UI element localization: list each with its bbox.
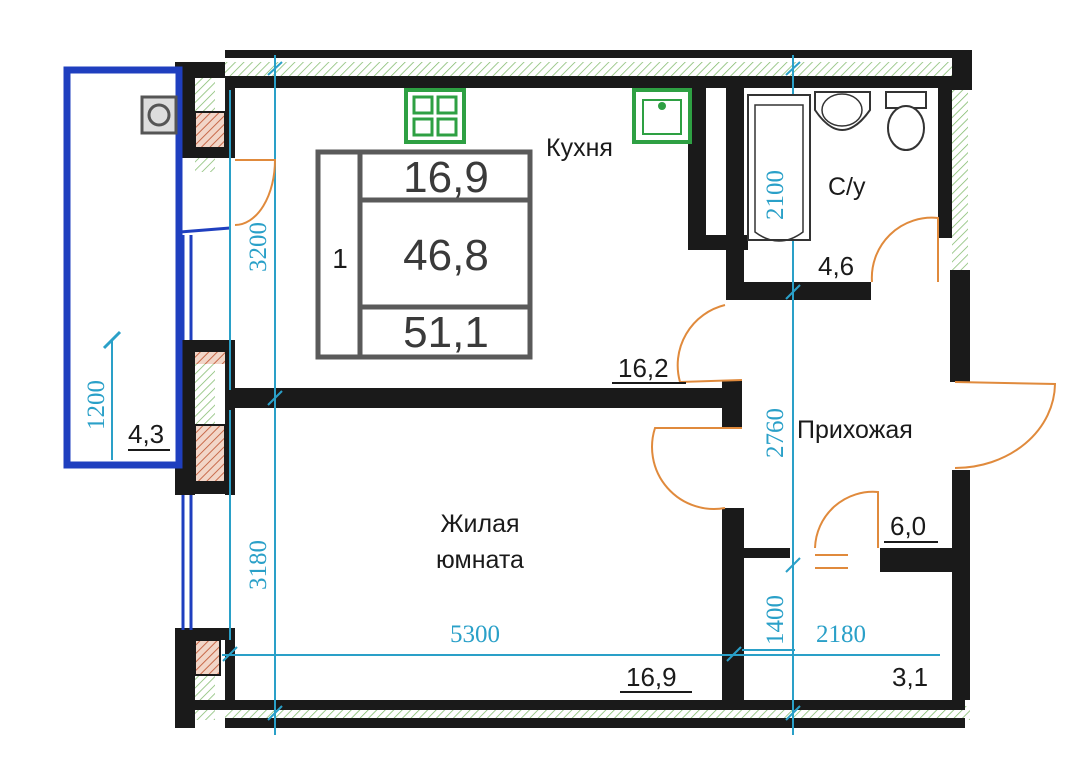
dim-living-depth: 3180: [245, 540, 272, 590]
room-kitchen-label: Кухня: [546, 134, 613, 162]
dim-hall-depth: 2760: [762, 408, 789, 458]
bathtub-icon: [747, 94, 811, 242]
dim-hall-width: 2180: [816, 621, 866, 648]
door-arcs: [234, 159, 1057, 569]
column-hatch: [194, 111, 226, 676]
stove-icon: [404, 88, 466, 144]
dim-bath-depth: 2100: [762, 170, 789, 220]
toilet-icon: [885, 91, 927, 151]
summary-total-area: 51,1: [403, 308, 489, 357]
room-living-label-line2: юмната: [436, 546, 524, 574]
area-kitchen: 16,2: [618, 353, 669, 383]
dim-kitchen-depth: 3200: [245, 222, 272, 272]
area-living: 16,9: [626, 662, 677, 692]
washing-machine-icon: [140, 95, 178, 135]
room-living-label-line1: Жилая: [440, 510, 519, 538]
room-bathroom-label: С/у: [828, 173, 866, 201]
area-balcony: 4,3: [128, 419, 164, 449]
summary-kitchen-area: 16,9: [403, 153, 489, 202]
area-closet: 3,1: [892, 662, 928, 692]
summary-rooms-count: 1: [332, 243, 348, 274]
dim-balcony-length: 1200: [83, 380, 110, 430]
sink-icon: [632, 88, 692, 144]
area-bathroom: 4,6: [818, 251, 854, 281]
dim-lower-depth: 1400: [762, 595, 789, 645]
balcony: [63, 66, 231, 630]
dim-living-width: 5300: [450, 621, 500, 648]
summary-living-area: 46,8: [403, 231, 489, 280]
washbasin-icon: [814, 91, 871, 131]
area-hallway: 6,0: [890, 511, 926, 541]
room-hallway-label: Прихожая: [797, 416, 913, 444]
area-summary-box: [315, 149, 533, 360]
